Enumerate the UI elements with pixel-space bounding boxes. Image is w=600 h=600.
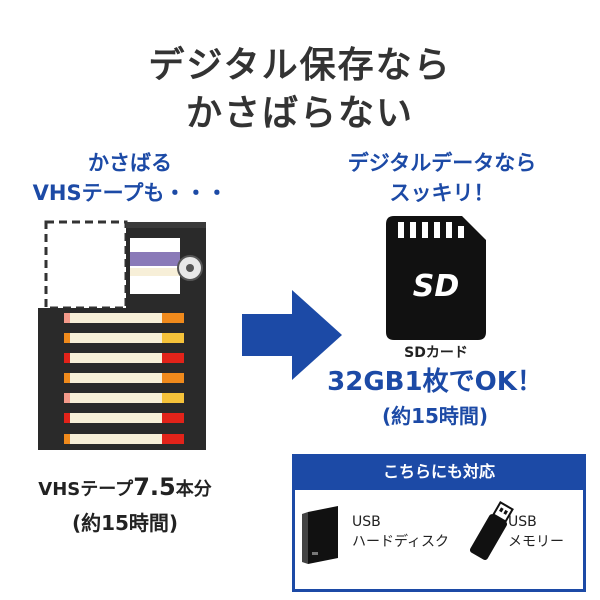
vhs-caption-duration: (約15時間) bbox=[71, 511, 179, 535]
sd-logo: SD bbox=[413, 269, 460, 304]
vhs-tape-1 bbox=[38, 308, 206, 328]
usb-memory-icon bbox=[469, 501, 514, 561]
vhs-caption-prefix: VHSテープ bbox=[38, 479, 134, 500]
device-hdd-line-2: ハードディスク bbox=[352, 534, 450, 550]
headline-line-2: かさばらない bbox=[185, 93, 414, 134]
vhs-tape-3 bbox=[38, 348, 206, 368]
vhs-caption-number: 7.5 bbox=[133, 473, 176, 501]
right-arrow-icon bbox=[242, 290, 342, 380]
sd-card-icon: SD bbox=[386, 216, 486, 340]
vhs-tape-6 bbox=[38, 408, 206, 428]
device-usb-line-2: メモリー bbox=[508, 534, 564, 550]
vhs-caption: VHSテープ7.5本分 bbox=[10, 470, 240, 507]
device-hdd-label: USB ハードディスク bbox=[352, 512, 449, 552]
hard-disk-icon bbox=[302, 506, 338, 564]
right-heading-line-1: デジタルデータなら bbox=[347, 151, 537, 175]
vhs-tape-7 bbox=[38, 428, 206, 450]
capacity-duration: (約15時間) bbox=[381, 404, 489, 428]
right-heading-line-2: スッキリ！ bbox=[389, 181, 495, 205]
capacity-text: 32GB1枚でOK！ bbox=[327, 367, 543, 397]
vhs-stack-illustration bbox=[38, 220, 206, 450]
headline-line-1: デジタル保存なら bbox=[148, 45, 452, 86]
left-heading-line-1: かさばる bbox=[88, 151, 172, 175]
dashed-missing-tape bbox=[44, 220, 128, 310]
vhs-tape-4 bbox=[38, 368, 206, 388]
vhs-tape-top bbox=[126, 222, 206, 308]
right-heading: デジタルデータなら スッキリ！ bbox=[318, 148, 566, 208]
left-heading: かさばる VHSテープも・・・ bbox=[30, 148, 230, 208]
vhs-tape-5 bbox=[38, 388, 206, 408]
compat-title: こちらにも対応 bbox=[292, 454, 586, 490]
device-hdd-line-1: USB bbox=[352, 514, 381, 530]
vhs-tape-2 bbox=[38, 328, 206, 348]
left-heading-line-2: VHSテープも・・・ bbox=[32, 181, 228, 205]
device-usb-line-1: USB bbox=[508, 514, 537, 530]
vhs-caption-suffix: 本分 bbox=[175, 479, 212, 500]
sd-card-label: SDカード bbox=[404, 345, 468, 361]
device-usb-label: USB メモリー bbox=[508, 512, 564, 552]
